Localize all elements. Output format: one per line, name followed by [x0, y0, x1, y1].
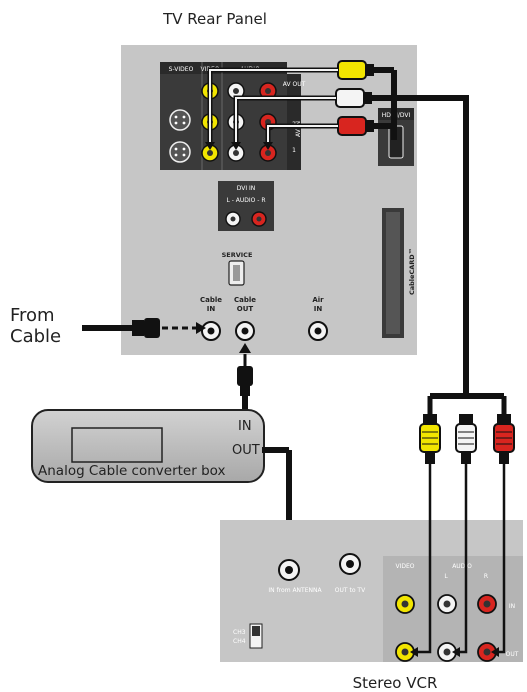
- cable-out-label-2: OUT: [237, 305, 254, 313]
- converter-display: [71, 427, 163, 463]
- vcr-antenna-label: IN from ANTENNA: [268, 587, 322, 594]
- tv-yellow-plug: [337, 60, 367, 80]
- converter-out-label: OUT: [232, 443, 260, 458]
- svideo-label: S-VIDEO: [169, 66, 194, 73]
- cable-out-label-1: Cable: [234, 296, 256, 304]
- tv-white-plug: [335, 88, 365, 108]
- air-in-label-1: Air: [312, 296, 324, 304]
- cablecard-label: CableCARD™: [408, 248, 416, 295]
- from-cable-line2: Cable: [10, 326, 61, 347]
- tv-panel-title: TV Rear Panel: [162, 10, 267, 28]
- vcr-audio-label: AUDIO: [452, 563, 472, 570]
- vcr-r-label: R: [484, 573, 488, 580]
- rca-cables: [205, 60, 515, 657]
- cable-out-to-converter: [237, 343, 253, 412]
- ch4-label: CH4: [233, 638, 246, 645]
- stereo-vcr: VIDEO AUDIO L R IN OUT IN from ANTENNA O…: [220, 520, 523, 662]
- svideo-jack-1[interactable]: [169, 141, 191, 163]
- dvi-audio-label: L - AUDIO - R: [226, 197, 265, 204]
- vcr-video-label: VIDEO: [395, 563, 414, 570]
- av-1-label: 1: [292, 147, 296, 154]
- av-in-label: AV IN: [295, 121, 302, 137]
- converter-label: Analog Cable converter box: [38, 463, 225, 479]
- av-out-label: AV OUT: [283, 81, 306, 88]
- svideo-jack-2[interactable]: [169, 109, 191, 131]
- vcr-l-label: L: [444, 573, 448, 580]
- incoming-cable: [82, 318, 206, 338]
- tv-rear-panel: S-VIDEO VIDEO AUDIO AV OUT 2 1 AV IN: [121, 45, 417, 355]
- dvi-in-label: DVI IN: [237, 185, 256, 192]
- vcr-out-to-tv-label: OUT to TV: [335, 587, 366, 594]
- cable-converter-box: IN OUT Analog Cable converter box: [31, 409, 265, 483]
- cable-in-label-1: Cable: [200, 296, 222, 304]
- cable-in-label-2: IN: [207, 305, 216, 313]
- from-cable-line1: From: [10, 305, 55, 326]
- vcr-in-label: IN: [509, 603, 515, 610]
- tv-red-plug: [337, 116, 367, 136]
- vcr-out-label: OUT: [506, 651, 519, 658]
- service-label: SERVICE: [222, 251, 253, 259]
- converter-in-label: IN: [238, 419, 252, 434]
- air-in-label-2: IN: [314, 305, 323, 313]
- vcr-title: Stereo VCR: [353, 674, 438, 692]
- ch3-label: CH3: [233, 629, 246, 636]
